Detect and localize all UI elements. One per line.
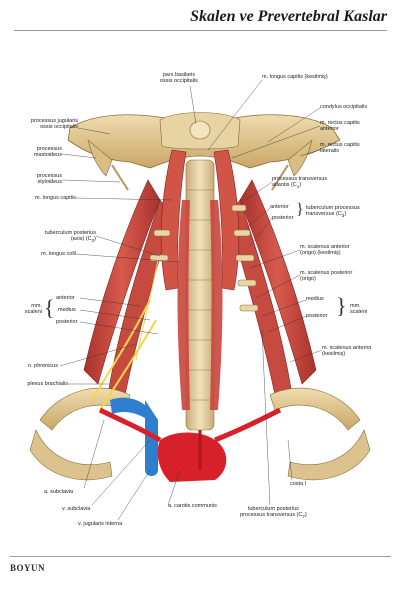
title-divider: [14, 30, 387, 31]
label-a-subclavia: a. subclavia: [44, 489, 74, 495]
page-title: Skalen ve Prevertebral Kaslar: [190, 8, 387, 25]
label-v-subclavia: v. subclavia: [62, 506, 91, 512]
label-tuberculum-posterior: posterior: [272, 215, 294, 221]
brace-tuberculum: }: [296, 201, 304, 218]
label-n-phrenicus: n. phrenicus: [28, 363, 58, 369]
label-longus-capitis-left: m. longus capitis: [35, 195, 76, 201]
label-plexus-brachialis: plexus brachialis: [27, 381, 68, 387]
label-processus-mastoideus: processus mastoideus: [33, 146, 62, 159]
label-scalenus-posterior-origo: m. scalenus posterior (origo): [300, 270, 353, 283]
label-tuberculum-processus-c3: tuberculum processus transversus (C3): [306, 205, 360, 219]
label-rectus-capitis-anterior: m. rectus capitis anterior: [320, 120, 360, 133]
label-tuberculum-posterius-axis: tuberculum posterius (axis) (C2): [44, 230, 96, 244]
label-longus-colli: m. longus colli: [41, 251, 76, 257]
label-processus-styloideus: processus styloideus: [36, 173, 62, 186]
label-pars-basilaris: pars basilaris ossis occipitalis: [160, 72, 198, 85]
label-mm-scaleni-right: mm. scaleni: [350, 303, 368, 316]
label-mm-scaleni-left: mm. scaleni: [24, 303, 42, 316]
label-v-jugularis-interna: v. jugularis interna: [78, 521, 123, 527]
label-left-anterior: anterior: [56, 295, 75, 301]
label-longus-capitis-top: m. longus capitis (kesilmiş): [262, 74, 328, 80]
label-left-medius: medius: [58, 307, 76, 313]
label-scalenus-anterior-kesilmis: m. scalenus anterior (kesilmiş): [322, 345, 372, 358]
section-label: BOYUN: [10, 563, 46, 573]
label-right-posterior: posterior: [306, 313, 328, 319]
label-right-medius: medius: [306, 296, 324, 302]
label-tuberculum-anterior: anterior: [270, 204, 289, 210]
label-processus-jugularis: processus jugularis ossis occipitalis: [30, 118, 78, 131]
label-costa-i: costa I: [290, 481, 307, 487]
brace-mm-scaleni-left: {: [44, 295, 55, 320]
label-left-posterior: posterior: [56, 319, 78, 325]
footer-divider: [10, 556, 391, 557]
label-rectus-capitis-lateralis: m. rectus capitis lateralis: [320, 142, 360, 155]
label-processus-transversus-atlantis: processus transversus atlantis (C1): [272, 176, 328, 190]
label-tuberculum-posterius-c7: tuberculum posterius processus transvers…: [240, 506, 307, 520]
brace-mm-scaleni-right: }: [336, 293, 347, 318]
label-a-carotis-communis: a. carotis communis: [168, 503, 217, 509]
label-condylus-occipitalis: condylus occipitalis: [320, 104, 368, 110]
label-scalenus-anterior-origo: m. scalenus anterior (origo) (kesilmiş): [300, 244, 350, 257]
